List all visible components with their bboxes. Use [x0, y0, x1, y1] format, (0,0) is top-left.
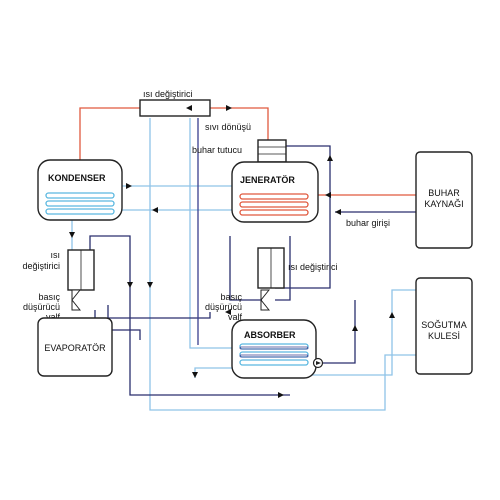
vapor-trap [257, 139, 287, 163]
pipe-cooling-tower-return [312, 289, 416, 376]
pipe-solution-6 [318, 300, 356, 364]
valve-right-icon [260, 289, 271, 311]
condenser-coil-icon [45, 192, 115, 215]
cooling-tower-label-2: KULESİ [428, 331, 460, 341]
arrow-icon [69, 105, 395, 398]
steam-inlet-label: buhar girişi [346, 218, 390, 228]
cooling-tower-box [415, 277, 473, 375]
pipe-solution-1 [89, 235, 290, 396]
heat-exchanger-right-label: ısı değiştirici [288, 262, 338, 272]
pipe-condenser-to-hx [79, 107, 140, 160]
heat-exchanger-left-label-1: ısı [50, 250, 60, 260]
cooling-tower-label-1: SOĞUTMA [421, 320, 467, 330]
valve-left-icon [71, 289, 82, 311]
condenser-label: KONDENSER [48, 173, 106, 183]
valve-right-label-1: basıç [220, 292, 242, 302]
generator-label: JENERATÖR [240, 175, 295, 185]
liquid-return-label: sıvı dönüşü [205, 122, 251, 132]
pipe-solution-7 [107, 305, 211, 319]
pipe-cooling-2 [189, 118, 240, 349]
pipe-cooling-1 [149, 118, 416, 411]
heat-exchanger-top-label: ısı değiştirici [143, 89, 193, 99]
vapor-trap-label: buhar tutucu [192, 145, 242, 155]
valve-left-label-2: düşürücü [23, 302, 60, 312]
pump-icon [312, 357, 324, 369]
pipe-solution-3 [229, 236, 262, 301]
valve-left-label-3: valf [46, 312, 61, 322]
generator-coil-icon [239, 193, 309, 216]
valve-right-label-2: düşürücü [205, 302, 242, 312]
condenser-box [37, 159, 123, 221]
steam-source-box [415, 151, 473, 249]
pipe-solution-4 [275, 236, 291, 301]
absorber-coil-blue-icon [239, 346, 309, 358]
generator-box [231, 161, 319, 223]
steam-source-label-2: KAYNAĞI [424, 199, 463, 209]
valve-left-label-1: basıç [38, 292, 60, 302]
absorber-label: ABSORBER [244, 330, 296, 340]
pipe-solution-5 [275, 145, 331, 289]
evaporator-box [37, 317, 113, 377]
evaporator-label: EVAPORATÖR [44, 343, 106, 353]
heat-exchanger-top [139, 99, 211, 117]
steam-source-label-1: BUHAR [428, 188, 460, 198]
valve-right-label-3: valf [228, 312, 243, 322]
heat-exchanger-left-label-2: değiştirici [22, 261, 60, 271]
